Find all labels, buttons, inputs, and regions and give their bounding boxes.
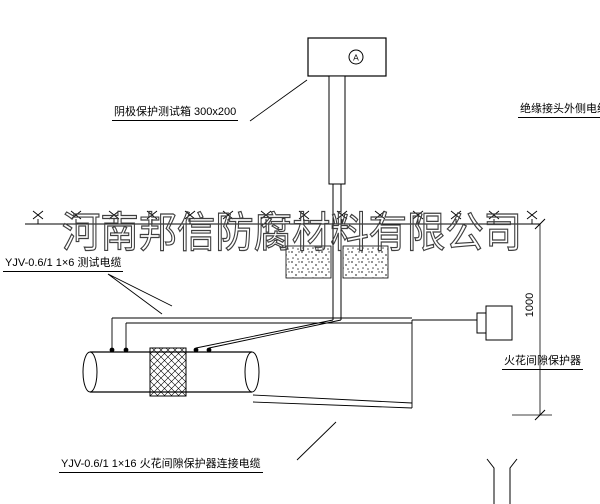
test-cables: [195, 319, 342, 349]
dimension-text: 1000: [524, 293, 536, 317]
pipe-break-symbol: [486, 458, 518, 504]
insulating-joint: [149, 347, 187, 397]
leader-lines: [107, 79, 337, 461]
spark-gap-label: 火花间隙保护器: [502, 355, 583, 370]
outer-cable-label: 绝缘接头外侧电缆: [518, 103, 600, 118]
watermark-text: 河南邦信防腐材料有限公司: [62, 209, 522, 256]
test-box-label: 阴极保护测试箱 300x200: [112, 106, 239, 121]
conduit-riser: [328, 75, 346, 320]
test-cable-label: YJV-0.6/1 1×6 测试电缆: [3, 257, 124, 272]
dimension-1000: 1000: [512, 218, 552, 421]
spark-gap-protector: [476, 305, 513, 341]
test-box: [307, 37, 387, 77]
meter-symbol: A: [348, 49, 364, 65]
concrete-foundations: [285, 245, 389, 279]
meter-letter: A: [353, 53, 359, 63]
weld-points: [109, 347, 212, 353]
spark-gap-cables: [111, 317, 477, 409]
connection-cable-label: YJV-0.6/1 1×16 火花间隙保护器连接电缆: [59, 458, 263, 473]
pipeline: [82, 351, 260, 393]
